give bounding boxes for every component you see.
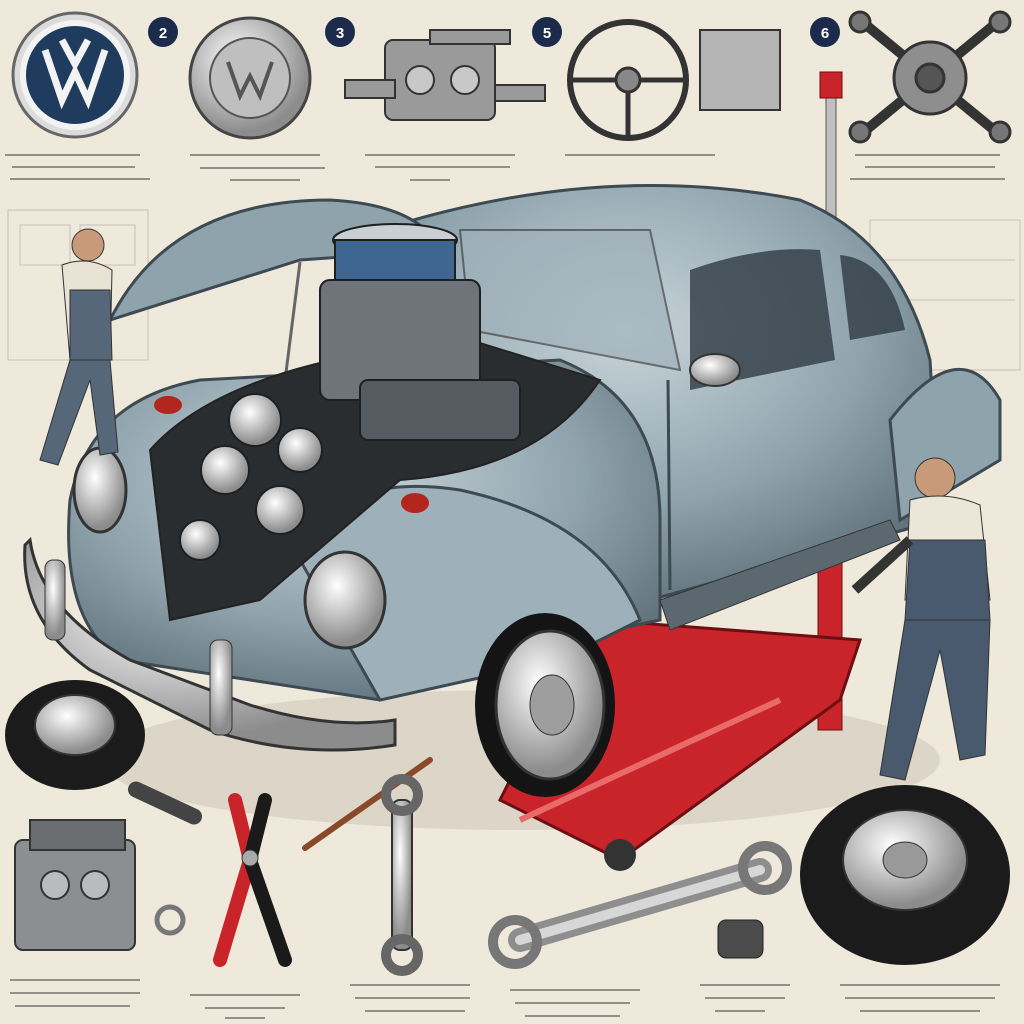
step-number-5: 5 xyxy=(543,25,551,42)
large-wrench-icon xyxy=(488,841,792,969)
left-headlight xyxy=(72,446,128,534)
hubcap-icon xyxy=(188,16,312,140)
front-wheel xyxy=(475,613,615,797)
step-number-3: 3 xyxy=(336,25,344,42)
engine-block-icon xyxy=(14,819,136,951)
socket-icon xyxy=(127,781,203,825)
mechanic-right xyxy=(851,457,991,781)
step-number-2: 2 xyxy=(159,25,167,42)
steering-wheel-icon xyxy=(567,19,781,141)
screwdriver-icon xyxy=(302,757,433,851)
pliers-icon xyxy=(213,793,292,967)
step-badge-3: 3 xyxy=(325,17,355,47)
step-badge-6: 6 xyxy=(810,17,840,47)
caption-scribbles xyxy=(5,154,1005,1019)
step-badge-5: 5 xyxy=(532,17,562,47)
mechanic-left xyxy=(39,228,119,466)
engine-part-icon xyxy=(344,29,546,121)
step-badge-2: 2 xyxy=(148,17,178,47)
engine-cross-icon xyxy=(848,10,1012,144)
step-number-6: 6 xyxy=(821,25,829,42)
vw-logo-icon xyxy=(11,11,139,139)
spare-tire-icon xyxy=(800,785,1010,965)
rear-side-window xyxy=(840,255,905,340)
right-headlight xyxy=(303,550,387,650)
wrench-icon xyxy=(381,774,423,976)
engine xyxy=(179,223,521,561)
washer-icon xyxy=(154,904,186,936)
tire-icon xyxy=(5,680,145,790)
bolt-icon xyxy=(717,919,764,959)
vw-beetle-car xyxy=(23,183,1002,752)
